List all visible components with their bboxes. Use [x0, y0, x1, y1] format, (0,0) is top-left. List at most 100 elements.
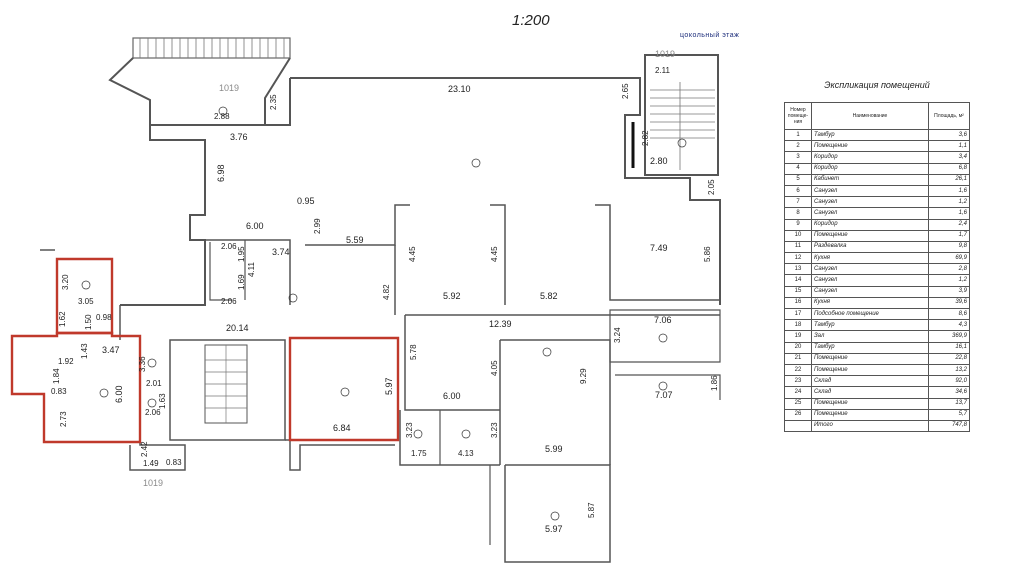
- room-area: 9,8: [928, 240, 970, 254]
- room-name: Кухня: [811, 296, 929, 310]
- room-number: 20: [784, 341, 812, 354]
- svg-text:3.74: 3.74: [272, 247, 290, 257]
- svg-text:4.13: 4.13: [458, 449, 474, 458]
- svg-text:0.98: 0.98: [96, 313, 112, 322]
- svg-text:0.95: 0.95: [297, 196, 315, 206]
- room-number: 14: [784, 274, 812, 287]
- room-name: Помещение: [811, 229, 929, 242]
- floor-plan: 1019 1019 1019 23.10 2.11 2.65 2.35 2.88…: [10, 37, 721, 563]
- room-name: Раздевалка: [811, 240, 929, 254]
- building-code: 1019: [219, 83, 239, 93]
- room-number: 3: [784, 151, 812, 164]
- room-area: 26,1: [928, 173, 970, 186]
- room-name: Тамбур: [811, 128, 929, 142]
- room-area: 5,7: [928, 408, 970, 421]
- svg-text:1.75: 1.75: [411, 449, 427, 458]
- svg-text:1.69: 1.69: [237, 274, 246, 290]
- svg-text:6.84: 6.84: [333, 423, 351, 433]
- room-area: 369,9: [928, 330, 970, 343]
- svg-text:9.29: 9.29: [579, 368, 588, 384]
- building-code: 1019: [143, 478, 163, 488]
- svg-text:0.83: 0.83: [166, 458, 182, 467]
- svg-text:2.65: 2.65: [621, 83, 630, 99]
- room-area: 747,8: [928, 419, 970, 433]
- room-number: 11: [784, 240, 812, 254]
- svg-text:5.87: 5.87: [587, 502, 596, 518]
- svg-text:4.45: 4.45: [490, 246, 499, 262]
- scale-label: 1:200: [512, 12, 550, 29]
- room-name: Санузел: [811, 196, 929, 209]
- svg-text:3.20: 3.20: [61, 274, 70, 290]
- room-area: 3,9: [928, 285, 970, 298]
- svg-text:3.36: 3.36: [138, 356, 147, 372]
- room-name: Итого: [811, 419, 929, 433]
- svg-text:6.00: 6.00: [443, 391, 461, 401]
- room-number: 1: [784, 128, 812, 142]
- room-number: 26: [784, 408, 812, 421]
- room-name: Тамбур: [811, 319, 929, 332]
- room-area: 6,8: [928, 162, 970, 175]
- room-markers: [81, 106, 687, 521]
- room-name: Санузел: [811, 263, 929, 276]
- svg-text:2.11: 2.11: [655, 66, 671, 75]
- svg-text:7.06: 7.06: [654, 315, 672, 325]
- room-number: 18: [784, 319, 812, 332]
- building-code: 1019: [655, 49, 675, 59]
- room-name: Коридор: [811, 218, 929, 231]
- room-area: 92,0: [928, 375, 970, 388]
- svg-text:1.84: 1.84: [52, 368, 61, 384]
- room-area: 3,6: [928, 128, 970, 142]
- svg-text:5.82: 5.82: [540, 291, 558, 301]
- svg-text:7.49: 7.49: [650, 243, 668, 253]
- svg-text:2.01: 2.01: [146, 379, 162, 388]
- room-name: Санузел: [811, 207, 929, 220]
- room-number: 2: [784, 140, 812, 153]
- svg-text:2.88: 2.88: [214, 112, 230, 121]
- column-header: Площадь, м²: [928, 102, 970, 130]
- room-name: Помещение: [811, 363, 929, 377]
- room-number: 13: [784, 263, 812, 276]
- svg-text:4.05: 4.05: [490, 360, 499, 376]
- room-name: Кухня: [811, 252, 929, 265]
- svg-text:0.83: 0.83: [51, 387, 67, 396]
- room-number: 4: [784, 162, 812, 175]
- column-header: Наименование: [811, 102, 929, 130]
- svg-text:4.82: 4.82: [382, 284, 391, 300]
- room-area: 1,7: [928, 229, 970, 242]
- room-area: 13,2: [928, 363, 970, 377]
- room-name: Санузел: [811, 184, 929, 198]
- svg-text:2.73: 2.73: [59, 411, 68, 427]
- room-name: Склад: [811, 386, 929, 399]
- room-area: 16,1: [928, 341, 970, 354]
- room-number: 22: [784, 363, 812, 377]
- svg-text:1.43: 1.43: [80, 343, 89, 359]
- room-number: 25: [784, 397, 812, 410]
- room-number: [784, 419, 812, 433]
- svg-text:1.86: 1.86: [710, 375, 719, 391]
- svg-text:2.05: 2.05: [707, 179, 716, 195]
- svg-text:5.97: 5.97: [384, 377, 394, 395]
- svg-text:1.92: 1.92: [58, 357, 74, 366]
- svg-text:23.10: 23.10: [448, 84, 471, 94]
- room-number: 10: [784, 229, 812, 242]
- svg-text:2.80: 2.80: [650, 156, 668, 166]
- svg-text:1.63: 1.63: [158, 393, 167, 409]
- svg-text:3.23: 3.23: [405, 422, 414, 438]
- room-name: Кабинет: [811, 173, 929, 186]
- room-number: 7: [784, 196, 812, 209]
- svg-text:2.06: 2.06: [221, 242, 237, 251]
- room-number: 5: [784, 173, 812, 186]
